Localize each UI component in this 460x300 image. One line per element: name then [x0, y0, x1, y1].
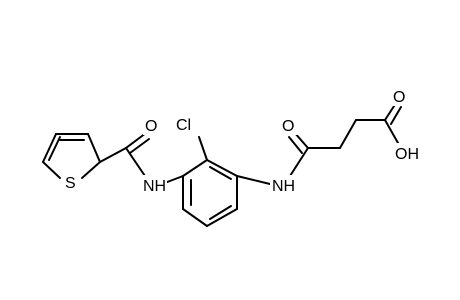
- atom-o-amide-right: O: [282, 118, 294, 135]
- atom-s: S: [65, 175, 76, 192]
- bond-amide-left-co-b: [129, 138, 150, 154]
- bond-ring-1: [182, 159, 208, 177]
- atom-nh-amide-right: NH: [272, 178, 295, 195]
- bond-nh-right-carbonyl: [289, 147, 309, 177]
- atom-labels: S O NH Cl NH O O OH: [62, 86, 421, 195]
- atom-o-acid: O: [393, 89, 405, 106]
- bond-thiophene-carbonyl: [99, 147, 127, 163]
- bond-ring-cl: [198, 136, 208, 161]
- bond-acid-coh: [384, 119, 399, 144]
- bond-ring-2: [206, 159, 238, 177]
- bond-ring-4: [206, 208, 238, 227]
- bond-thiophene-c2-c3-inner: [48, 136, 61, 161]
- atom-oh-acid: OH: [395, 146, 419, 163]
- bond-ring-inner-2: [209, 166, 232, 180]
- bond-acid-co-b: [390, 106, 402, 125]
- bond-amide-right-co-b: [288, 136, 303, 154]
- atom-o-amide-left: O: [145, 118, 157, 135]
- bond-chain-2: [339, 119, 357, 149]
- bonds: [42, 102, 402, 227]
- bond-ring-inner-3: [209, 205, 232, 220]
- bond-thiophene-c3-c2: [42, 133, 57, 163]
- bond-amide-left-co-a: [125, 132, 147, 149]
- bond-thiophene-c5-c4: [87, 133, 101, 163]
- bond-thiophene-s-c5: [81, 161, 101, 179]
- bond-amide-left-cn: [125, 147, 146, 177]
- atom-cl: Cl: [176, 117, 191, 134]
- bond-thiophene-c2-s: [42, 161, 61, 179]
- atom-nh-amide-left: NH: [143, 178, 166, 195]
- bond-ring-5: [182, 208, 208, 227]
- bond-ring-nh-right: [236, 175, 271, 185]
